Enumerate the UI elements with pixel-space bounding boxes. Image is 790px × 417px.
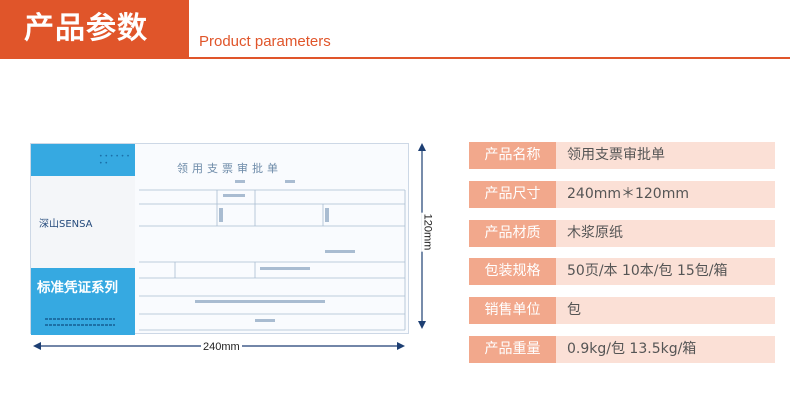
spec-row-packaging: 包装规格 50页/本 10本/包 15包/箱 (469, 258, 775, 285)
cover-label-area (31, 176, 135, 268)
page-subtitle: Product parameters (199, 33, 331, 50)
width-label: 240mm (201, 341, 242, 353)
product-image: • • • • • • • • 深山SENSA 标准凭证系列 (30, 143, 409, 335)
spec-label: 销售单位 (469, 297, 556, 324)
header-divider (189, 57, 790, 59)
voucher-cover: • • • • • • • • 深山SENSA 标准凭证系列 (31, 144, 135, 335)
height-label: 120mm (421, 212, 434, 252)
spec-value: 0.9kg/包 13.5kg/箱 (567, 341, 697, 357)
spec-row-material: 产品材质 木浆原纸 (469, 220, 775, 247)
form-title: 领用支票审批单 (177, 162, 282, 175)
spec-value: 包 (567, 302, 581, 318)
brand-logo: 深山SENSA (39, 219, 93, 230)
spec-label: 包装规格 (469, 258, 556, 285)
spec-value: 领用支票审批单 (567, 147, 665, 163)
spec-value: 50页/本 10本/包 15包/箱 (567, 263, 728, 279)
spec-row-name: 产品名称 领用支票审批单 (469, 142, 775, 169)
cover-fine-print-lines (45, 318, 115, 326)
spec-label: 产品尺寸 (469, 181, 556, 208)
spec-row-weight: 产品重量 0.9kg/包 13.5kg/箱 (469, 336, 775, 363)
cover-decoration: • • • • • • • • (99, 153, 130, 167)
form-grid (139, 180, 406, 331)
spec-value: 木浆原纸 (567, 225, 623, 241)
spec-label: 产品名称 (469, 142, 556, 169)
spec-value: 240mm＊120mm (567, 186, 689, 202)
series-title: 标准凭证系列 (37, 280, 118, 296)
page-title: 产品参数 (24, 11, 148, 46)
spec-row-size: 产品尺寸 240mm＊120mm (469, 181, 775, 208)
spec-label: 产品重量 (469, 336, 556, 363)
spec-row-unit: 销售单位 包 (469, 297, 775, 324)
header-title-block (0, 0, 189, 59)
cover-fine-print (45, 316, 125, 332)
spec-label: 产品材质 (469, 220, 556, 247)
